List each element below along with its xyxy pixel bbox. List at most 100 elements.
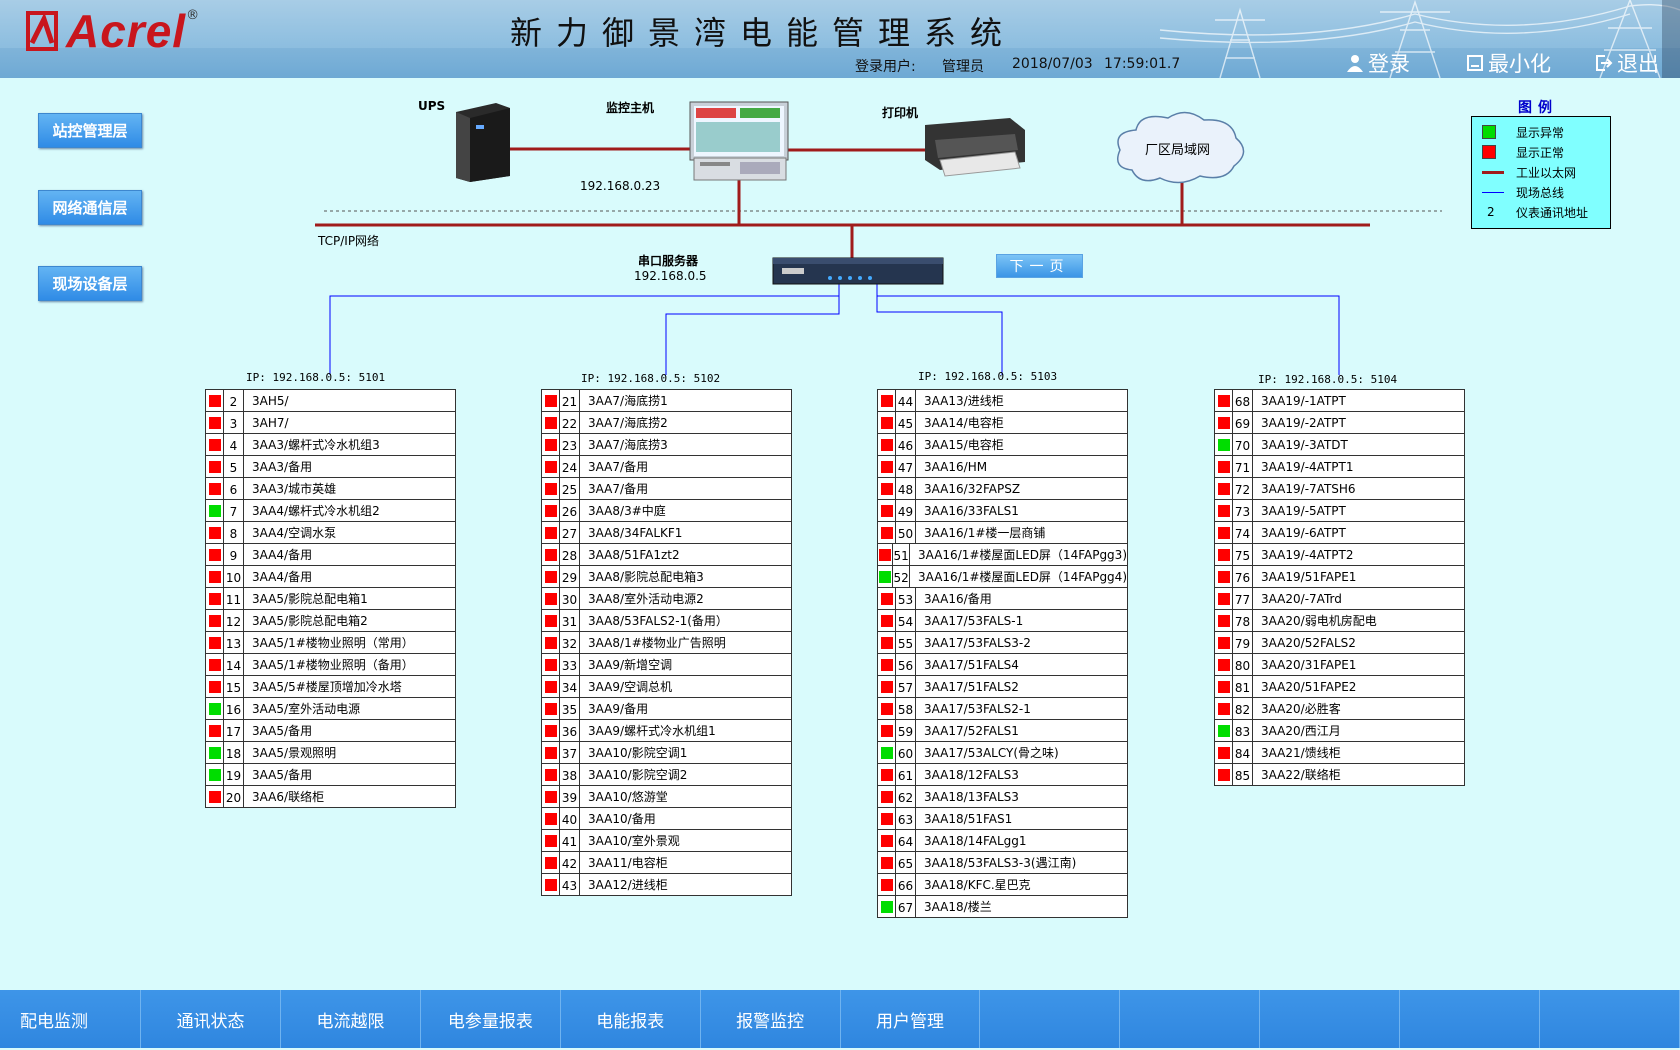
bottom-nav-tab[interactable] bbox=[1540, 990, 1680, 1048]
bottom-nav-tab[interactable]: 电能报表 bbox=[561, 990, 701, 1048]
exit-button[interactable]: 退出 bbox=[1595, 50, 1659, 76]
bottom-nav-tab[interactable]: 报警监控 bbox=[701, 990, 841, 1048]
bottom-nav-tab[interactable] bbox=[1120, 990, 1261, 1048]
minimize-button[interactable]: 最小化 bbox=[1466, 50, 1551, 76]
bottom-nav-tab[interactable]: 电流越限 bbox=[281, 990, 421, 1048]
bottom-nav-tab[interactable]: 通讯状态 bbox=[141, 990, 282, 1048]
bottom-nav-tab[interactable] bbox=[980, 990, 1121, 1048]
bottom-nav-tab[interactable]: 电参量报表 bbox=[421, 990, 561, 1048]
bottom-nav-tab[interactable] bbox=[1260, 990, 1401, 1048]
bottom-nav-tab[interactable] bbox=[1400, 990, 1541, 1048]
bottom-nav-tab[interactable]: 配电监测 bbox=[0, 990, 142, 1048]
login-button[interactable]: 登录 bbox=[1346, 50, 1410, 76]
sidebar-item-field-device[interactable]: 现场设备层 bbox=[38, 266, 142, 301]
sidebar-item-station-control[interactable]: 站控管理层 bbox=[38, 113, 142, 148]
next-page-button[interactable]: 下一页 bbox=[996, 254, 1083, 278]
bottom-nav-tab[interactable]: 用户管理 bbox=[841, 990, 981, 1048]
sidebar-item-network-comm[interactable]: 网络通信层 bbox=[38, 190, 142, 225]
